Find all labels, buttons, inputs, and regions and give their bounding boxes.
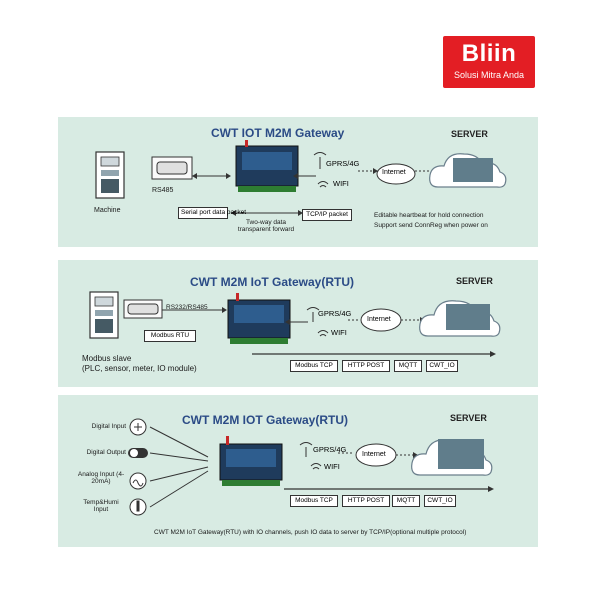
protocol-cwt-io: CWT_IO xyxy=(426,360,458,372)
cell-tower-icon xyxy=(306,307,320,322)
digital-input-icon xyxy=(129,418,147,436)
panel-iot-gateway: CWT IOT M2M Gateway SERVER RS485 Machine… xyxy=(58,117,538,247)
gateway-device-icon xyxy=(227,293,291,344)
protocol-mqtt: MQTT xyxy=(394,360,422,372)
protocol-http-post: HTTP POST xyxy=(342,495,390,507)
digital-output-label: Digital Output xyxy=(86,449,126,456)
machine-label: Machine xyxy=(94,207,121,214)
analog-input-icon xyxy=(129,472,147,490)
tcpip-packet-box: TCP/IP packet xyxy=(302,209,352,221)
temp-humi-label: Temp&Humi Input xyxy=(83,499,119,513)
rs232-port-icon xyxy=(123,299,163,319)
wifi-label: WIFI xyxy=(324,462,340,471)
serial-packet-box: Serial port data packet xyxy=(178,207,246,219)
server-rack-icon xyxy=(438,439,484,469)
wifi-icon xyxy=(317,181,329,188)
panel2-title: CWT M2M IoT Gateway(RTU) xyxy=(190,275,354,289)
note-connreg: Support send ConnReg when power on xyxy=(374,222,488,229)
panel1-graphics xyxy=(95,140,507,216)
protocol-http-post: HTTP POST xyxy=(342,360,390,372)
gprs-label: GPRS/4G xyxy=(318,309,352,318)
gprs-label: GPRS/4G xyxy=(326,159,360,168)
rs232-label: RS232/RS485 xyxy=(166,304,208,311)
brand-logo: Bliin Solusi Mitra Anda xyxy=(443,36,535,88)
panel1-server-label: SERVER xyxy=(451,129,488,139)
panel2-server-label: SERVER xyxy=(456,276,493,286)
protocol-modbus-tcp: Modbus TCP xyxy=(290,495,338,507)
wifi-label: WIFI xyxy=(333,179,349,188)
server-rack-icon xyxy=(446,304,490,330)
panel3-caption: CWT M2M IoT Gateway(RTU) with IO channel… xyxy=(154,529,467,536)
brand-name: Bliin xyxy=(461,40,517,67)
rs485-port-icon xyxy=(151,156,193,180)
digital-input-label: Digital Input xyxy=(91,423,126,430)
wifi-icon xyxy=(310,463,322,470)
panel3-title: CWT M2M IOT Gateway(RTU) xyxy=(182,413,349,427)
server-rack-icon xyxy=(453,158,493,182)
modbus-slave-detail: (PLC, sensor, meter, IO module) xyxy=(82,364,197,373)
analog-input-label: Analog Input (4-20mA) xyxy=(77,471,125,485)
gateway-device-icon xyxy=(235,140,299,192)
brand-tagline: Solusi Mitra Anda xyxy=(453,70,525,80)
cell-tower-icon xyxy=(313,152,327,169)
digital-output-icon xyxy=(128,448,148,458)
panel-rtu-io: CWT M2M IOT Gateway(RTU) SERVER Digital … xyxy=(58,395,538,547)
wifi-label: WIFI xyxy=(331,328,347,337)
panel2-graphics xyxy=(89,291,501,357)
internet-label: Internet xyxy=(362,451,386,458)
panel-rtu-modbus: CWT M2M IoT Gateway(RTU) SERVER RS232/RS… xyxy=(58,260,538,387)
gateway-device-icon xyxy=(219,436,283,486)
machine-icon xyxy=(95,151,125,199)
two-way-text: Two-way data transparent forward xyxy=(237,219,295,233)
panel3-graphics xyxy=(128,418,494,516)
note-heartbeat: Editable heartbeat for hold connection xyxy=(374,212,484,219)
protocol-mqtt: MQTT xyxy=(392,495,420,507)
panel3-server-label: SERVER xyxy=(450,413,487,423)
temp-humi-icon xyxy=(129,498,147,516)
modbus-rtu-box: Modbus RTU xyxy=(144,330,196,342)
internet-label: Internet xyxy=(367,316,391,323)
cell-tower-icon xyxy=(299,442,313,457)
wifi-icon xyxy=(317,330,329,337)
gprs-label: GPRS/4G xyxy=(313,445,347,454)
modbus-slave-icon xyxy=(89,291,119,339)
rs485-label: RS485 xyxy=(152,187,174,194)
protocol-cwt-io: CWT_IO xyxy=(424,495,456,507)
internet-ellipse xyxy=(376,163,416,185)
internet-label: Internet xyxy=(382,169,406,176)
modbus-slave-title: Modbus slave xyxy=(82,354,132,363)
protocol-modbus-tcp: Modbus TCP xyxy=(290,360,338,372)
panel1-title: CWT IOT M2M Gateway xyxy=(211,126,345,140)
